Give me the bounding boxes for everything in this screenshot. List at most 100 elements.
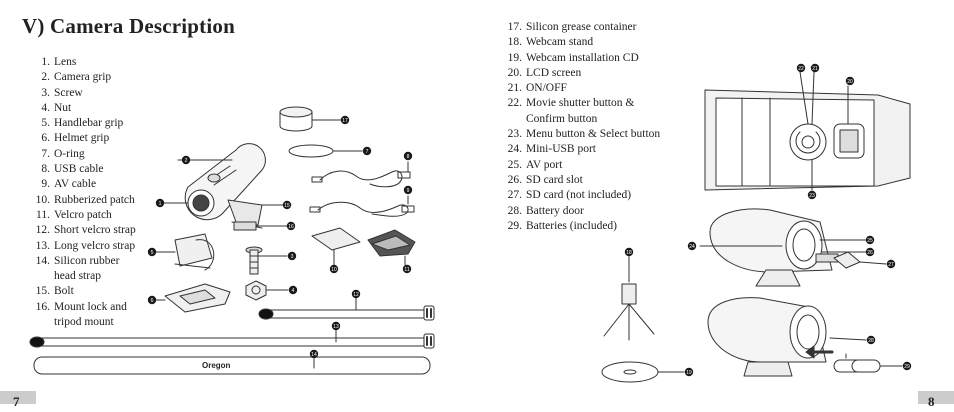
callout-16: 16	[286, 221, 296, 231]
velcro-patch-drawing	[367, 229, 416, 266]
list-item: 7.O-ring	[28, 147, 136, 162]
camera-side-view-lower-drawing	[707, 297, 903, 377]
svg-text:29: 29	[904, 364, 910, 370]
svg-text:3: 3	[291, 254, 294, 260]
svg-text:2: 2	[185, 158, 188, 164]
item-number: 11.	[36, 208, 50, 221]
svg-text:7: 7	[366, 149, 369, 155]
item-number: 20.	[507, 66, 522, 79]
item-label: Velcro patch	[54, 208, 112, 221]
item-label: ON/OFF	[526, 82, 567, 95]
o-ring-drawing	[288, 144, 363, 158]
item-number: 3.	[41, 86, 50, 99]
list-item: 15. Bolt	[28, 284, 136, 299]
list-item: 19.Webcam installation CD	[500, 51, 660, 66]
item-number: 15.	[35, 285, 50, 298]
list-item: 10.Rubberized patch	[28, 193, 136, 208]
item-number: 25.	[507, 158, 522, 171]
item-number: 6.	[41, 132, 50, 145]
item-label: USB cable	[54, 163, 104, 176]
short-velcro-strap-drawing	[258, 297, 435, 321]
item-number: 19.	[507, 51, 522, 64]
item-label: Long velcro strap	[54, 239, 136, 252]
item-number: 22.	[507, 97, 522, 110]
item-number: 14.	[35, 254, 50, 267]
callout-18: 18	[624, 247, 634, 257]
callout-15: 15	[282, 200, 292, 210]
callout-28: 28	[866, 335, 876, 345]
callout-29: 29	[902, 361, 912, 371]
list-item: 9.AV cable	[28, 177, 136, 192]
item-label: Webcam stand	[526, 36, 594, 49]
svg-text:28: 28	[868, 338, 874, 344]
item-number: 21.	[507, 82, 522, 95]
list-item: 23.Menu button & Select button	[500, 127, 661, 142]
item-label: Handlebar grip	[54, 117, 124, 130]
callout-13: 13	[331, 321, 341, 331]
camera-back-view-drawing	[704, 71, 911, 191]
svg-text:24: 24	[689, 244, 695, 250]
parts-list-left: 1.Lens 2.Camera grip 3.Screw 4.Nut 5.Han…	[28, 55, 136, 330]
svg-text:26: 26	[867, 250, 873, 256]
item-label-continued: tripod mount	[54, 316, 114, 329]
page-number-right: 8	[928, 394, 935, 409]
callout-22: 22	[796, 63, 806, 73]
svg-text:13: 13	[333, 324, 339, 330]
page-bar-right	[918, 391, 954, 404]
callout-27: 27	[886, 259, 896, 269]
item-number: 18.	[507, 36, 522, 49]
page-number-left: 7	[13, 394, 20, 409]
list-item: 20.LCD screen	[500, 66, 660, 81]
svg-text:17: 17	[342, 118, 348, 124]
item-number: 13.	[35, 239, 50, 252]
item-label: AV port	[526, 158, 563, 171]
item-number: 1.	[41, 56, 50, 68]
rubberized-patch-drawing	[311, 227, 361, 266]
parts-list-right: 17.Silicon grease container 18.Webcam st…	[500, 20, 661, 234]
item-number: 10.	[35, 193, 50, 206]
list-item: 26.SD card slot	[500, 173, 660, 188]
callout-2: 2	[181, 155, 191, 165]
svg-text:22: 22	[798, 66, 804, 72]
svg-text:25: 25	[867, 238, 873, 244]
list-item: 24. Mini-USB port	[500, 142, 660, 157]
page-bar-left	[0, 391, 36, 404]
svg-text:1: 1	[159, 201, 162, 207]
callout-11: 11	[402, 264, 412, 274]
svg-text:8: 8	[407, 154, 410, 160]
callout-12: 12	[351, 289, 361, 299]
item-label: Nut	[54, 101, 72, 114]
helmet-grip-drawing	[155, 283, 231, 313]
usb-cable-drawing	[311, 161, 411, 188]
callout-14: 14	[309, 349, 319, 359]
item-label: Batteries (included)	[526, 219, 618, 232]
item-number: 29.	[507, 219, 522, 232]
item-label: Bolt	[54, 285, 74, 298]
item-number: 24.	[507, 143, 522, 156]
callout-20: 20	[845, 76, 855, 86]
svg-text:18: 18	[626, 250, 632, 256]
item-label: Mini-USB port	[526, 143, 596, 156]
item-label: SD card slot	[526, 173, 583, 186]
callout-1: 1	[155, 198, 165, 208]
item-number: 17.	[507, 21, 522, 33]
svg-text:10: 10	[331, 267, 337, 273]
list-item: 16.Mount lock and	[28, 300, 136, 315]
screw-drawing	[245, 246, 288, 275]
callout-21: 21	[810, 63, 820, 73]
callout-25: 25	[865, 235, 875, 245]
installation-cd-drawing	[601, 361, 685, 383]
callout-17: 17	[340, 115, 350, 125]
callout-7: 7	[362, 146, 372, 156]
item-label: Battery door	[526, 204, 584, 217]
oregon-logo: Oregon	[202, 361, 231, 370]
list-item: 11. Velcro patch	[28, 208, 136, 223]
svg-text:5: 5	[151, 250, 154, 256]
list-item: 27.SD card (not included)	[500, 188, 660, 203]
list-item: 28.Battery door	[500, 204, 660, 219]
svg-text:20: 20	[847, 79, 853, 85]
item-label: Camera grip	[54, 71, 112, 84]
item-label: Mount lock and	[54, 300, 127, 313]
callout-5: 5	[147, 247, 157, 257]
item-label: Lens	[54, 56, 77, 68]
